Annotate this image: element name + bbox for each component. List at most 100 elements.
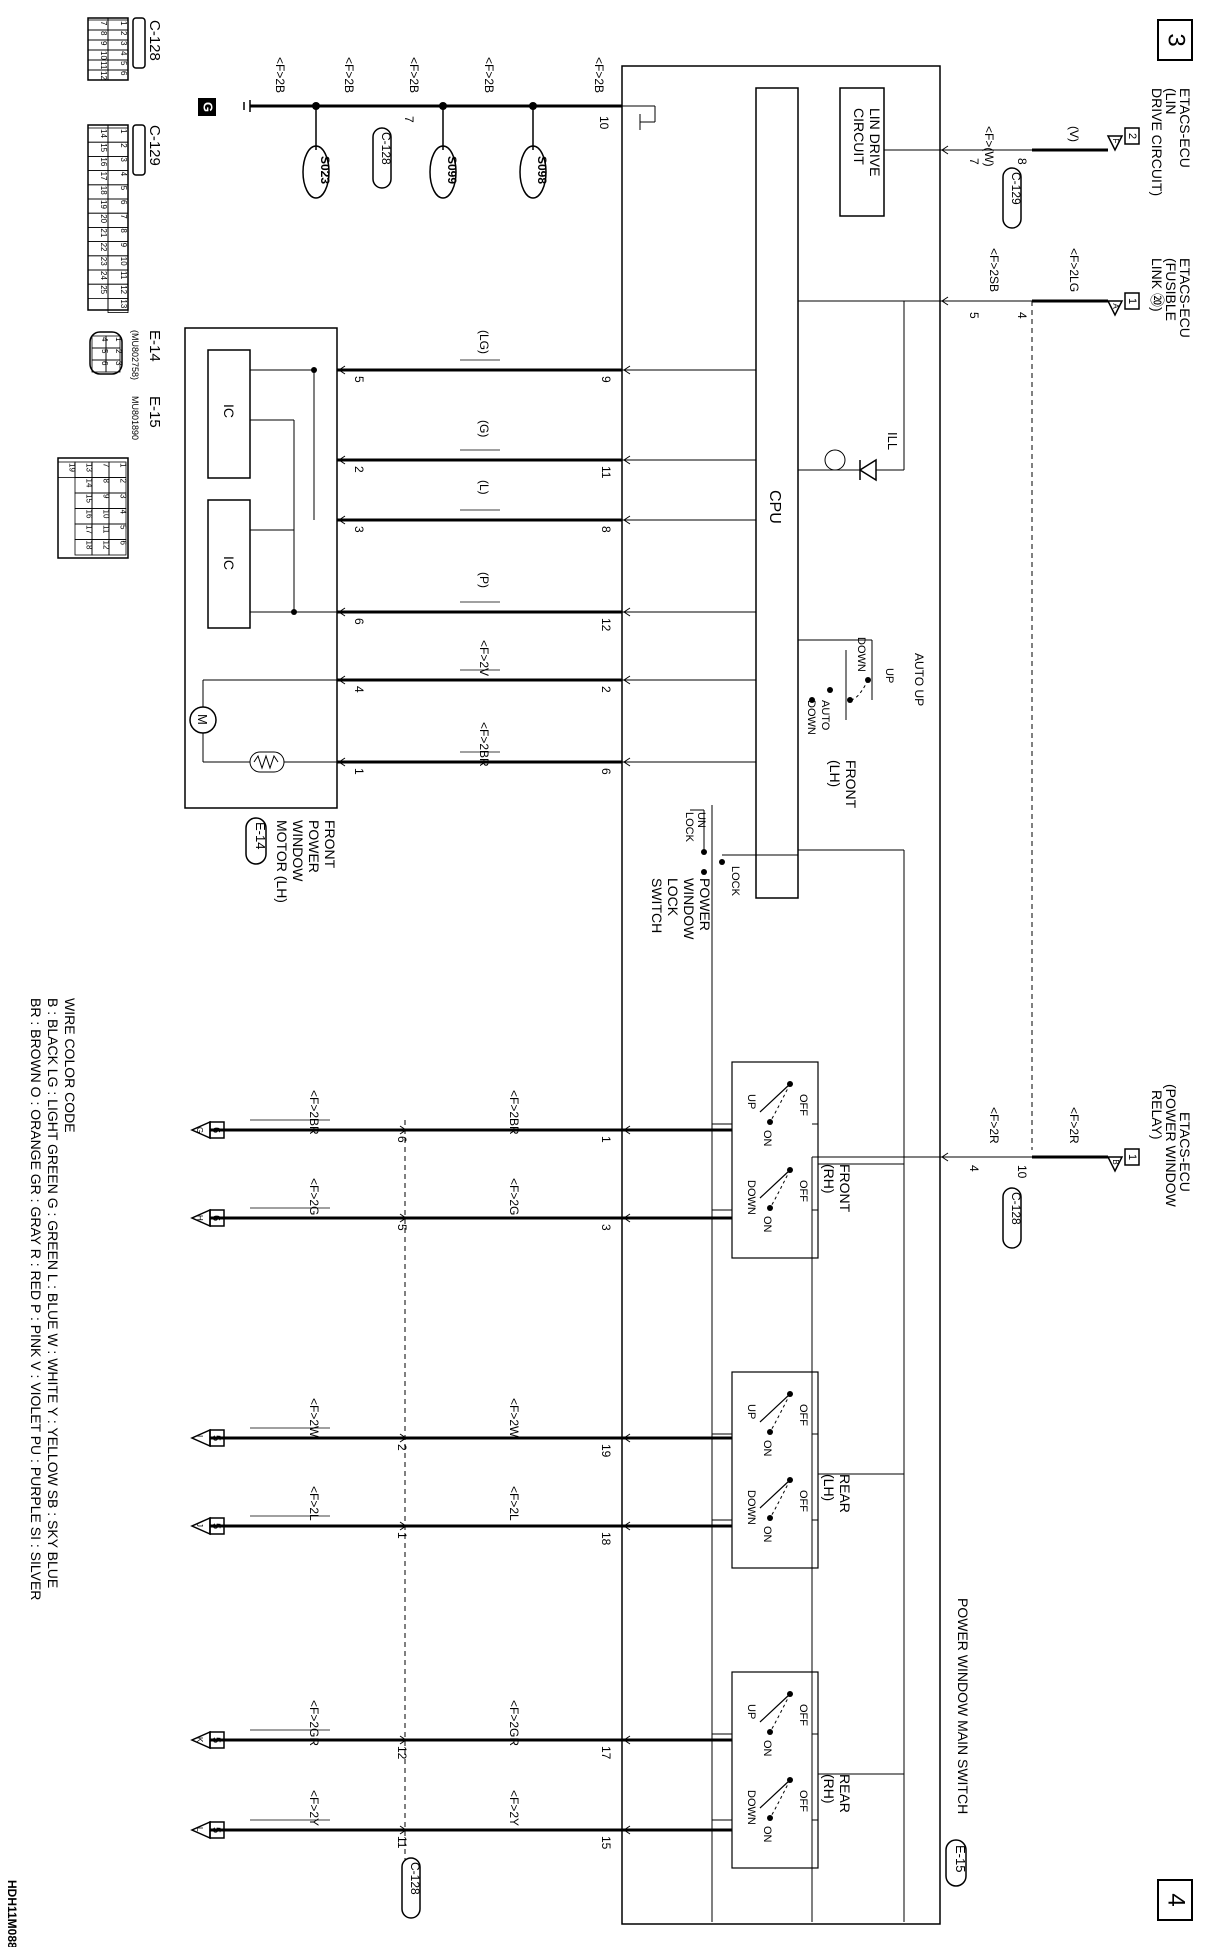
svg-text:1: 1 (1126, 1154, 1138, 1160)
connector-pin-number: 13 (85, 463, 94, 472)
output-wire-color-out: <F>2G (307, 1178, 321, 1215)
connector-arrow-icon (623, 515, 631, 525)
switch-off-label: OFF (797, 1790, 809, 1812)
motor-icon: M (189, 679, 337, 763)
switch-contact (759, 1083, 791, 1113)
connector-arrow-icon (399, 1521, 407, 1531)
svg-text:4: 4 (1163, 1893, 1190, 1906)
connector-arrow-icon (399, 1433, 407, 1443)
svg-text:S099: S099 (445, 156, 459, 184)
output-wire-pin-switch: 3 (599, 1224, 613, 1231)
ill-led-icon: ILL (798, 301, 905, 482)
connector-pin-number: 12 (99, 71, 108, 80)
svg-text:4: 4 (967, 1165, 981, 1172)
switch-group-box (731, 1371, 819, 1569)
connector-pin-number: 1 (114, 337, 123, 342)
terminal-page-number: 6 (210, 1127, 222, 1133)
motor-wire-pin-switch: 6 (599, 768, 613, 775)
ground-circuit: 10 <F>2B <F>2B <F>2B <F>2B <F>2B S098 S0… (198, 57, 622, 199)
connector-pin-number: 1 (119, 463, 128, 468)
connector-pin-number: 4 (119, 510, 128, 515)
switch-link (769, 1083, 791, 1123)
connector-pin-number: 22 (99, 243, 108, 252)
connector-arrow-icon (399, 1825, 407, 1835)
connector-pin-number: 16 (99, 157, 108, 166)
connector-pin-number: 9 (102, 494, 111, 499)
connector-arrow-icon (338, 675, 346, 685)
page-number-prev: 3 (1157, 19, 1193, 61)
connector-pin-number: 13 (119, 299, 128, 308)
motor-wire-pin-motor: 1 (352, 768, 366, 775)
switch-on-label: ON (761, 1826, 773, 1843)
svg-text:C-128: C-128 (1009, 1192, 1023, 1225)
switch-off-label: OFF (797, 1404, 809, 1426)
switch-direction-label: DOWN (745, 1180, 757, 1215)
switch-group-box (731, 1061, 819, 1259)
motor-wire-color: <F>2BR (477, 722, 491, 767)
output-wire-pin-switch: 15 (599, 1836, 613, 1850)
motor-wire-color: (P) (477, 572, 491, 588)
output-wire-color-in: <F>2W (507, 1398, 521, 1438)
switch-group-title: (LH) (821, 1474, 837, 1501)
source-power-window-relay: ETACS-ECU (POWER WINDOW RELAY) (1149, 1084, 1193, 1208)
connector-pin-number: 6 (119, 541, 128, 546)
connector-arrow-icon (623, 757, 631, 767)
switch-group-title: (RH) (821, 1774, 837, 1804)
switch-contact (759, 1479, 791, 1509)
terminal-arrow-icon (190, 1428, 211, 1448)
svg-text:DOWN: DOWN (805, 700, 817, 735)
output-wires: 1<F>2BR6<F>2BR6G3<F>2G5<F>2G6H19<F>2W2<F… (190, 1090, 732, 1850)
connector-pin-number: 7 (119, 214, 128, 219)
switch-on-label: ON (761, 1216, 773, 1233)
connector-arrow-icon (623, 1825, 631, 1835)
connector-pin-number: 2 (114, 349, 123, 354)
switch-on-label: ON (761, 1440, 773, 1457)
switch-group-box (731, 1671, 819, 1869)
connector-pin-number: 8 (99, 31, 108, 36)
switch-contact (759, 1169, 791, 1199)
connector-e15: E-15 MU801890 12345678910111213141516171… (57, 396, 163, 559)
source-fusible-link: ETACS-ECU (FUSIBLE LINK ⑳) (1149, 258, 1193, 338)
connector-pin-number: 3 (119, 494, 128, 499)
switch-link (769, 1693, 791, 1733)
svg-text:<F>2LG: <F>2LG (1067, 248, 1081, 292)
connector-arrow-icon (623, 1213, 631, 1223)
connector-arrow-icon (399, 1125, 407, 1135)
output-wire-color-out: <F>2BR (307, 1090, 321, 1135)
connector-pin-number: 1 (119, 21, 128, 26)
connector-pin-number: 2 (119, 31, 128, 36)
connector-arrow-icon (399, 1735, 407, 1745)
output-wire-color-in: <F>2G (507, 1178, 521, 1215)
connector-pin-number: 10 (99, 51, 108, 60)
output-wire-pin-switch: 17 (599, 1746, 613, 1760)
connector-pin-number: 5 (100, 349, 109, 354)
svg-text:7: 7 (967, 158, 981, 165)
connector-pin-number: 10 (119, 257, 128, 266)
connector-arrow-icon (338, 515, 346, 525)
svg-text:A: A (1111, 303, 1120, 309)
svg-text:C-129: C-129 (146, 125, 163, 166)
connector-pin-number: 17 (85, 525, 94, 534)
connector-pin-cell (107, 297, 129, 313)
connector-pin-number: 25 (99, 285, 108, 294)
switch-group-title: FRONT (837, 1164, 853, 1213)
svg-text:C-128: C-128 (146, 20, 163, 61)
svg-text:<F>2R: <F>2R (987, 1107, 1001, 1144)
source-lin-drive: ETACS-ECU (LIN DRIVE CIRCUIT) (1149, 88, 1193, 196)
svg-text:7: 7 (402, 116, 416, 123)
terminal-letter: K (195, 1737, 204, 1743)
svg-text:LOCK: LOCK (665, 878, 681, 917)
connector-pin-number: 2 (119, 143, 128, 148)
svg-text:E-15: E-15 (146, 396, 163, 428)
connector-arrow-icon (623, 1433, 631, 1443)
motor-wire-color: (LG) (477, 330, 491, 354)
connector-pin-number: 7 (102, 463, 111, 468)
svg-text:(LH): (LH) (827, 760, 843, 787)
svg-text:2: 2 (1126, 133, 1138, 139)
svg-text:<F>2SB: <F>2SB (987, 248, 1001, 292)
source-wire-relay: 1 B <F>2R <F>2R 10 C-128 4 (940, 1107, 1140, 1249)
